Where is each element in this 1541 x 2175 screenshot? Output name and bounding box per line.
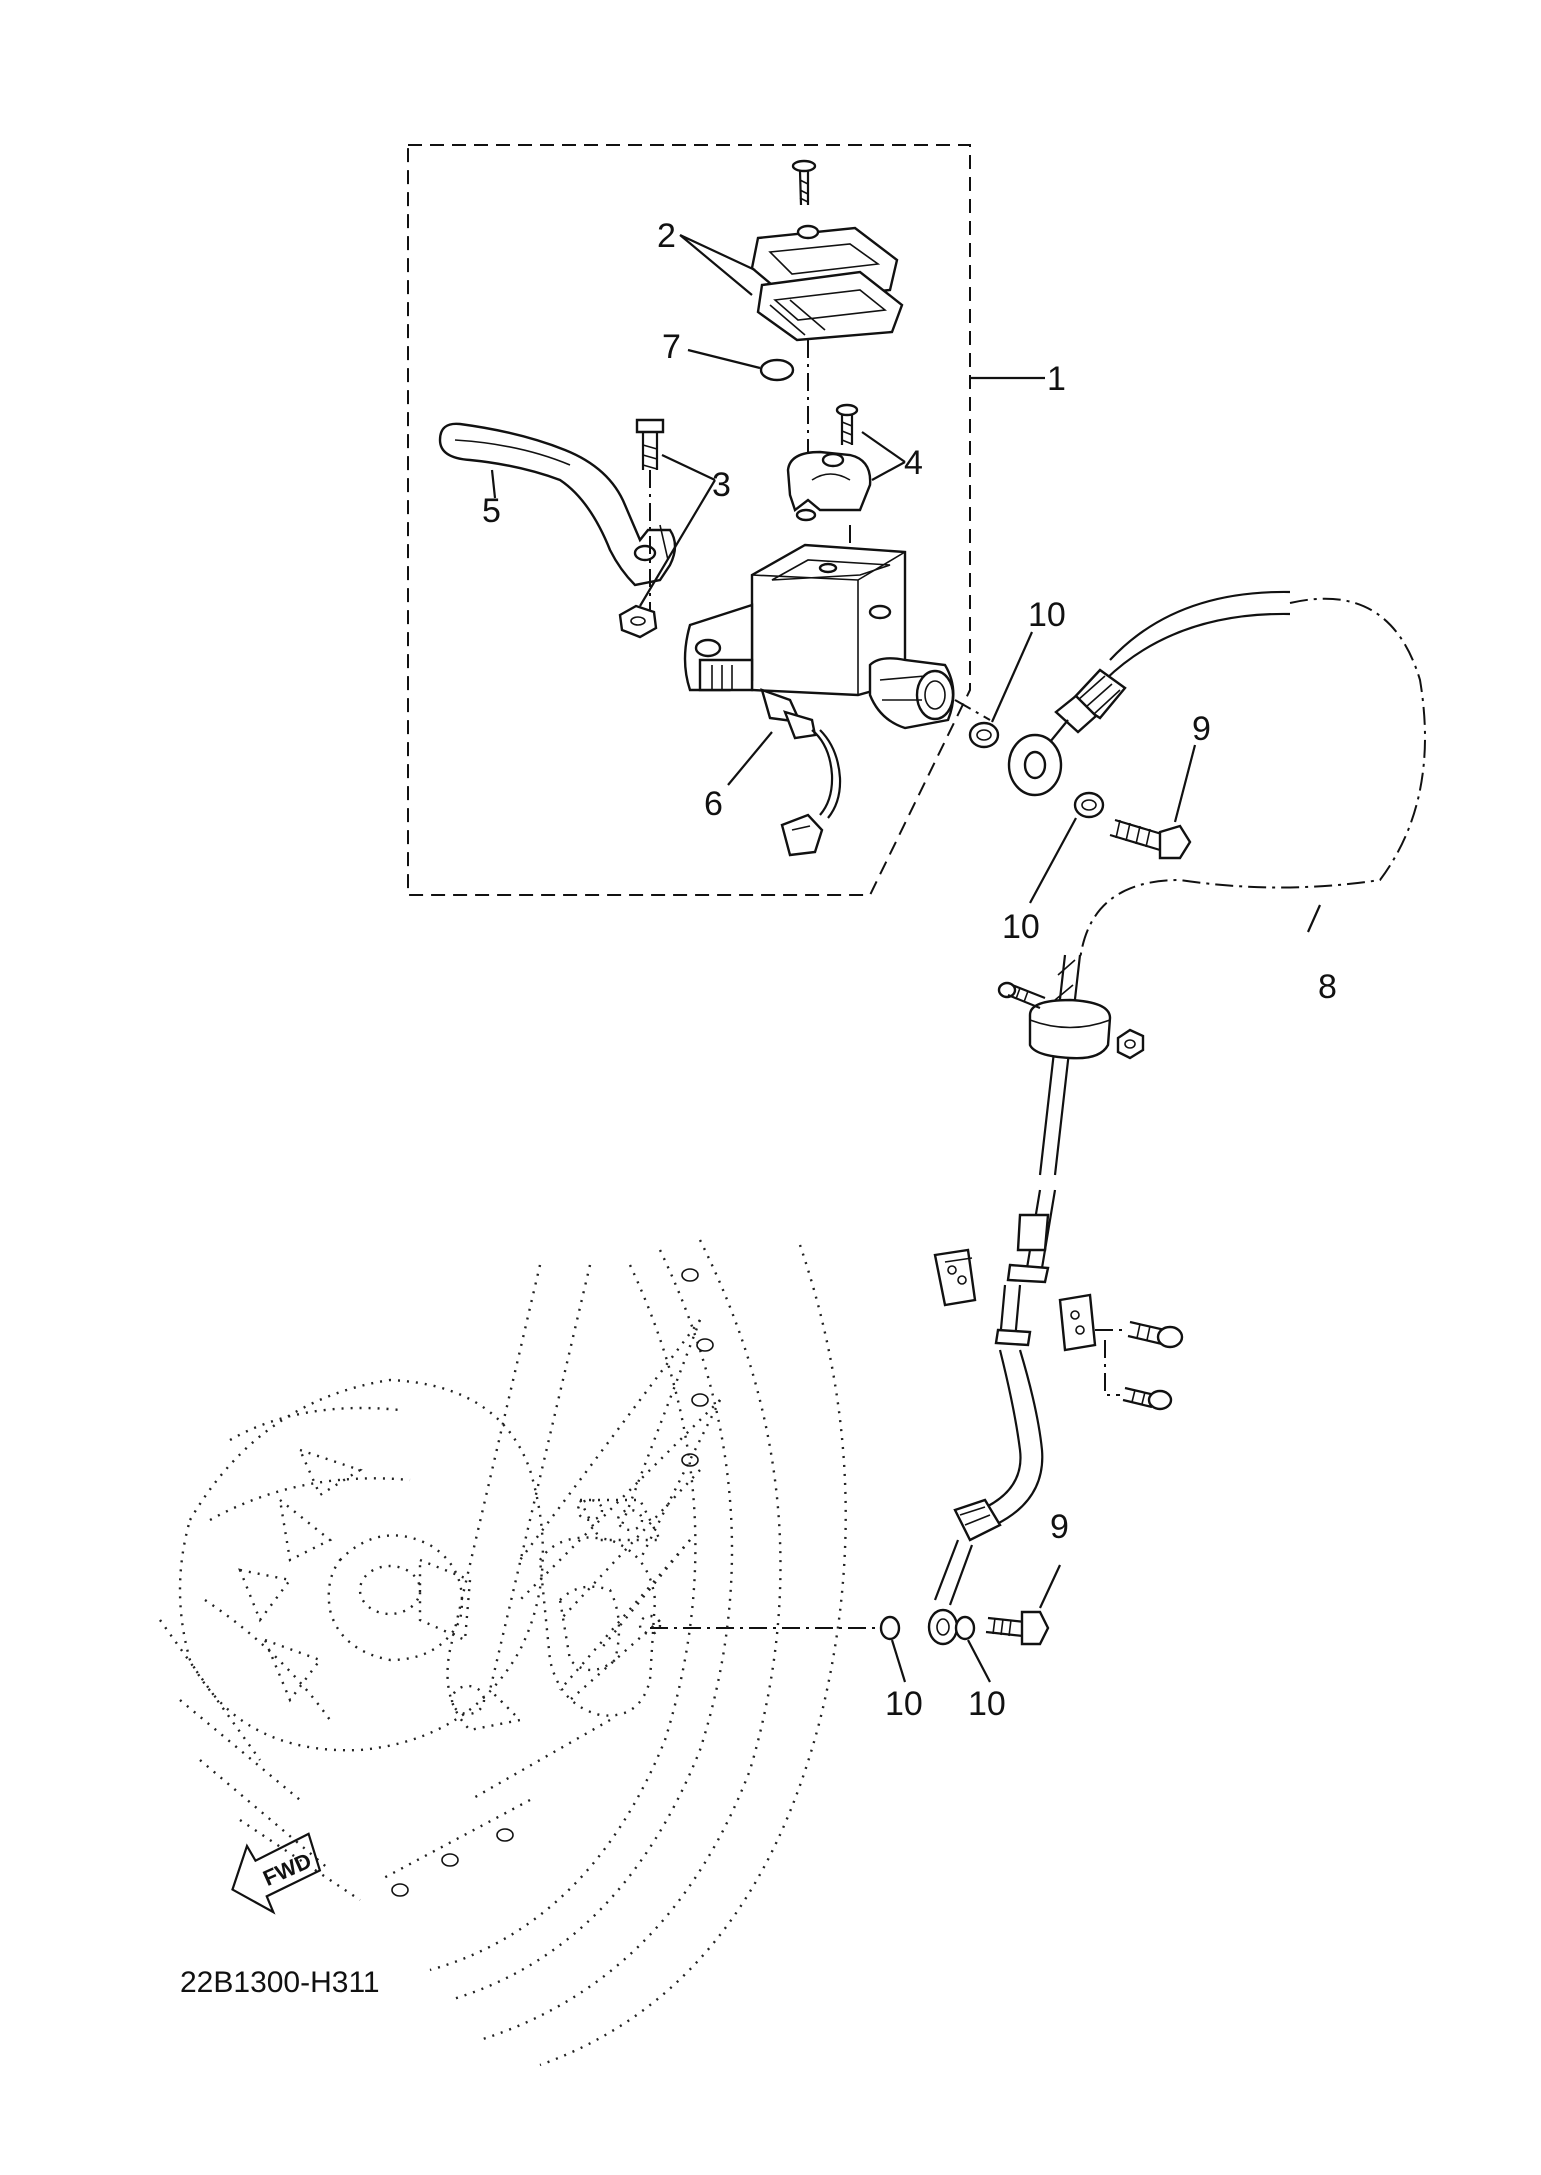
reservoir-cap [750, 224, 904, 342]
washer-upper-a [968, 721, 1000, 749]
leader-line-3 [639, 454, 716, 607]
brake-disc [178, 1378, 545, 1752]
leader-line-10a [990, 631, 1034, 723]
callout-5: 5 [482, 492, 501, 530]
callout-10-lower-b: 10 [968, 1685, 1006, 1723]
callout-3: 3 [712, 466, 731, 504]
cap-screw [791, 159, 817, 206]
washer-upper-b [1073, 791, 1105, 819]
bracket-bolt-dashline [1095, 1329, 1125, 1396]
bracket-bolt-a [1127, 1320, 1184, 1349]
callout-10-upper-a: 10 [1028, 596, 1066, 634]
bracket-bolt-b [1122, 1386, 1173, 1411]
master-cylinder-body [683, 543, 955, 730]
axis-line-nipple [954, 699, 991, 721]
callout-10-upper-b: 10 [1002, 908, 1040, 946]
diagram-code: 22B1300-H311 [180, 1966, 380, 1999]
callout-2: 2 [657, 217, 676, 255]
hose-upper-continuation [1079, 597, 1426, 961]
hose-guide-nut [1116, 1028, 1145, 1060]
fwd-direction-arrow: FWD [231, 1832, 322, 1915]
leader-line-7 [687, 348, 761, 370]
leader-line-2 [679, 234, 756, 296]
callout-9-upper: 9 [1192, 710, 1211, 748]
leader-line-9a [1173, 744, 1197, 823]
front-stop-switch [760, 688, 842, 857]
washer-upper-b-hole [1081, 799, 1097, 811]
leader-line-5 [490, 469, 497, 499]
union-bolt-upper [1109, 818, 1192, 860]
callout-1: 1 [1047, 360, 1066, 398]
lever-nut [618, 604, 658, 639]
hose-guide-bolt [997, 981, 1046, 1010]
leader-line-10c [890, 1639, 907, 1683]
brake-caliper [538, 1498, 662, 1717]
master-cylinder-holder [786, 450, 872, 522]
callout-7: 7 [662, 328, 681, 366]
front-wheel [159, 1239, 847, 2067]
brake-lever [438, 422, 677, 587]
washer-upper-a-hole [976, 729, 992, 741]
assembly-boundary [407, 144, 971, 896]
washer-lower-b [954, 1615, 976, 1641]
leader-line-10d [967, 1639, 991, 1683]
brake-hose-upper [1007, 590, 1291, 797]
leader-line-8 [1306, 904, 1322, 933]
lever-bolt [635, 418, 665, 470]
hose-bracket-left [933, 1248, 977, 1307]
brake-hose-lower [927, 954, 1112, 1646]
leader-line-4 [861, 431, 906, 481]
callout-9-lower: 9 [1050, 1508, 1069, 1546]
leader-line-10b [1029, 817, 1077, 904]
union-bolt-lower [985, 1610, 1050, 1646]
leader-line-6 [727, 731, 773, 786]
reservoir-diaphragm [759, 358, 795, 382]
callout-4: 4 [904, 444, 923, 482]
hose-bracket-right [1058, 1293, 1097, 1352]
front-fork [446, 1264, 592, 1732]
leader-line-9b [1039, 1564, 1061, 1609]
callout-8: 8 [1318, 968, 1337, 1006]
callout-10-lower-a: 10 [885, 1685, 923, 1723]
holder-bolt [835, 403, 859, 445]
callout-6: 6 [704, 785, 723, 823]
wheel-hub [327, 1534, 486, 1716]
washer-lower-a [879, 1615, 901, 1641]
